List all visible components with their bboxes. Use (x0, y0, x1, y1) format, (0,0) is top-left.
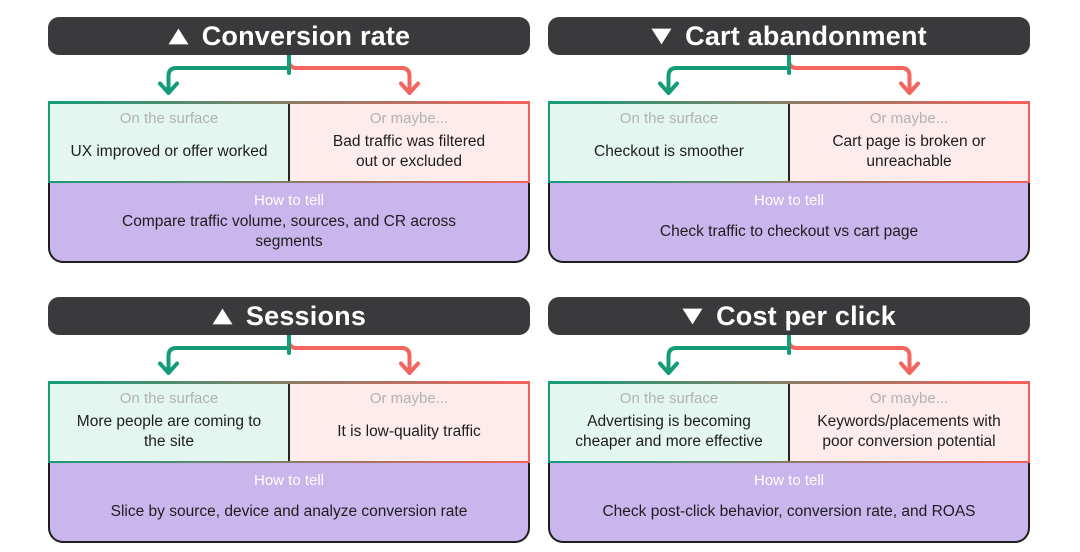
arrowhead-green-icon (158, 361, 179, 375)
surface-box: On the surface Checkout is smoother (548, 101, 788, 183)
trend-down-icon (651, 28, 672, 44)
panel-conversion-rate: Conversion rate On the surface UX improv… (48, 17, 530, 272)
split-row: On the surface Checkout is smoother Or m… (548, 101, 1030, 183)
surface-label: On the surface (119, 110, 219, 127)
surface-text: Advertising is becoming cheaper and more… (575, 412, 763, 450)
split-arrows (658, 55, 920, 95)
surface-text: Checkout is smoother (594, 142, 744, 160)
maybe-text: It is low-quality traffic (337, 422, 481, 440)
arrowhead-red-icon (899, 361, 920, 375)
howto-box: How to tell Compare traffic volume, sour… (48, 183, 530, 263)
surface-text: UX improved or offer worked (70, 142, 268, 160)
panel-cost-per-click: Cost per click On the surface Advertisin… (548, 297, 1030, 552)
split-arrows (158, 335, 420, 375)
metric-header: Sessions (48, 297, 530, 335)
maybe-box: Or maybe... Keywords/placements with poo… (790, 381, 1030, 463)
split-row: On the surface UX improved or offer work… (48, 101, 530, 183)
surface-text: More people are coming to the site (76, 412, 262, 450)
metric-title: Cart abandonment (685, 20, 927, 51)
panel-sessions: Sessions On the surface More people are … (48, 297, 530, 552)
row-bottom-edge (548, 180, 1030, 183)
metric-title: Sessions (245, 300, 367, 331)
maybe-label: Or maybe... (369, 110, 449, 127)
row-top-edge (48, 101, 530, 104)
trend-up-icon (212, 308, 233, 324)
trend-down-icon (682, 308, 703, 324)
howto-text: Check traffic to checkout vs cart page (659, 222, 919, 240)
arrowhead-green-icon (658, 81, 679, 95)
maybe-text: Bad traffic was filtered out or excluded (332, 132, 486, 170)
panel-card: On the surface More people are coming to… (48, 381, 530, 543)
arrowhead-green-icon (158, 81, 179, 95)
arrowhead-red-icon (399, 81, 420, 95)
howto-box: How to tell Check traffic to checkout vs… (548, 183, 1030, 263)
maybe-text: Cart page is broken or unreachable (832, 132, 986, 170)
surface-label: On the surface (619, 390, 719, 407)
panel-cart-abandonment: Cart abandonment On the surface Checkout… (548, 17, 1030, 272)
howto-text: Check post-click behavior, conversion ra… (602, 502, 976, 520)
box-divider (788, 381, 790, 463)
surface-label: On the surface (119, 390, 219, 407)
howto-label: How to tell (753, 192, 825, 209)
metric-title: Conversion rate (201, 20, 411, 51)
maybe-label: Or maybe... (869, 390, 949, 407)
row-bottom-edge (48, 460, 530, 463)
split-row: On the surface Advertising is becoming c… (548, 381, 1030, 463)
split-arrows (658, 335, 920, 375)
howto-label: How to tell (253, 472, 325, 489)
arrowhead-red-icon (899, 81, 920, 95)
split-row: On the surface More people are coming to… (48, 381, 530, 463)
row-bottom-edge (48, 180, 530, 183)
metric-header: Cost per click (548, 297, 1030, 335)
split-arrows (158, 55, 420, 95)
maybe-box: Or maybe... Cart page is broken or unrea… (790, 101, 1030, 183)
maybe-box: Or maybe... It is low-quality traffic (290, 381, 530, 463)
howto-text: Slice by source, device and analyze conv… (110, 502, 468, 520)
row-top-edge (548, 101, 1030, 104)
panel-card: On the surface Checkout is smoother Or m… (548, 101, 1030, 263)
howto-box: How to tell Check post-click behavior, c… (548, 463, 1030, 543)
howto-label: How to tell (753, 472, 825, 489)
maybe-box: Or maybe... Bad traffic was filtered out… (290, 101, 530, 183)
arrowhead-green-icon (658, 361, 679, 375)
howto-label: How to tell (253, 192, 325, 209)
surface-box: On the surface Advertising is becoming c… (548, 381, 788, 463)
surface-box: On the surface More people are coming to… (48, 381, 288, 463)
box-divider (288, 101, 290, 183)
metric-header: Cart abandonment (548, 17, 1030, 55)
maybe-label: Or maybe... (869, 110, 949, 127)
surface-box: On the surface UX improved or offer work… (48, 101, 288, 183)
panel-card: On the surface UX improved or offer work… (48, 101, 530, 263)
metric-title: Cost per click (716, 300, 896, 331)
box-divider (288, 381, 290, 463)
surface-label: On the surface (619, 110, 719, 127)
metric-header: Conversion rate (48, 17, 530, 55)
panel-card: On the surface Advertising is becoming c… (548, 381, 1030, 543)
arrowhead-red-icon (399, 361, 420, 375)
maybe-text: Keywords/placements with poor conversion… (817, 412, 1001, 450)
row-top-edge (48, 381, 530, 384)
trend-up-icon (168, 28, 189, 44)
box-divider (788, 101, 790, 183)
row-bottom-edge (548, 460, 1030, 463)
howto-box: How to tell Slice by source, device and … (48, 463, 530, 543)
howto-text: Compare traffic volume, sources, and CR … (122, 212, 456, 250)
maybe-label: Or maybe... (369, 390, 449, 407)
row-top-edge (548, 381, 1030, 384)
